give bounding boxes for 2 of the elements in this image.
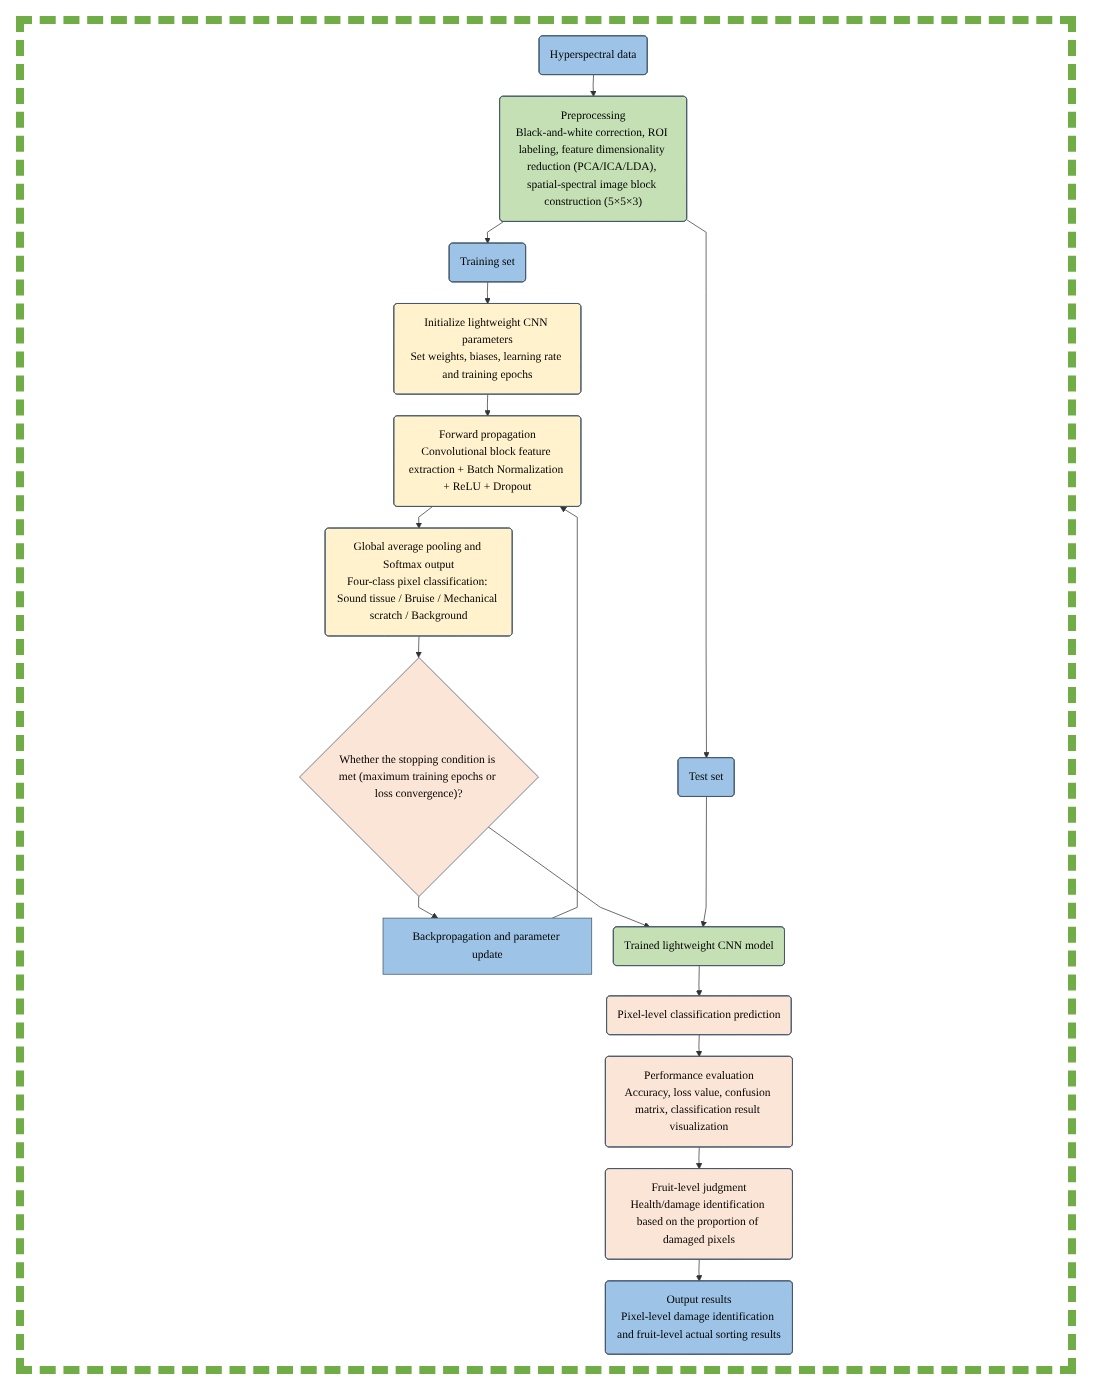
node-diamond (299, 657, 539, 897)
node-box (382, 917, 593, 975)
